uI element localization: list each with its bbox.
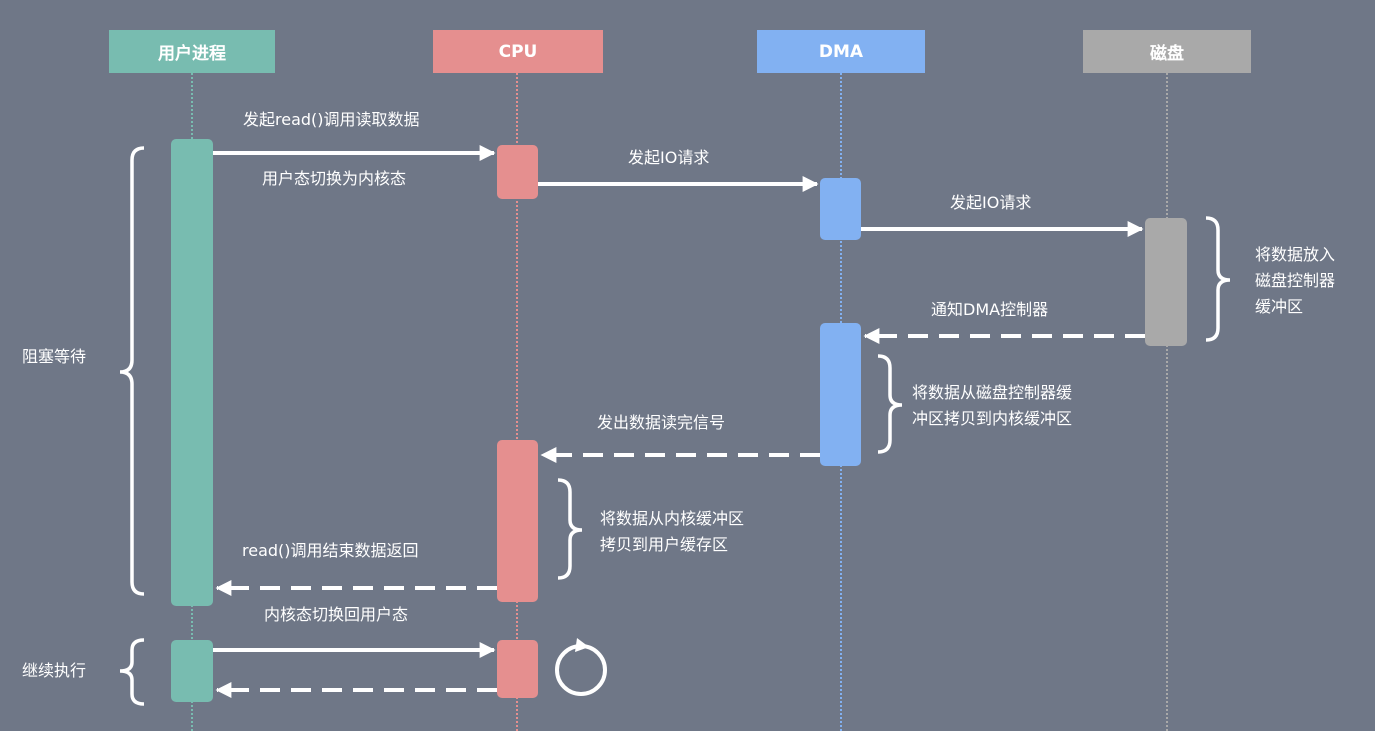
note-disk-buffer-line-2: 磁盘控制器 (1255, 271, 1336, 290)
note-cpu-copy: 将数据从内核缓冲区 拷贝到用户缓存区 (600, 506, 744, 558)
loop-icon-arrowhead (575, 638, 589, 652)
note-blocking: 阻塞等待 (22, 347, 87, 366)
brace-blocking (119, 146, 145, 596)
brace-dma (877, 354, 903, 454)
user-activation-continue (171, 640, 213, 702)
msg-io-request-cpu: 发起IO请求 (628, 148, 710, 167)
note-disk-buffer: 将数据放入 磁盘控制器 缓冲区 (1255, 242, 1335, 320)
msg-read-return: read()调用结束数据返回 (242, 541, 419, 560)
cpu-activation-1 (497, 145, 538, 199)
actor-disk: 磁盘 (1083, 30, 1251, 73)
actor-cpu: CPU (433, 30, 603, 73)
disk-lifeline (1166, 73, 1168, 731)
note-dma-copy-line-1: 将数据从磁盘控制器缓 (912, 383, 1073, 402)
note-cpu-copy-line-2: 拷贝到用户缓存区 (600, 535, 729, 554)
note-dma-copy-line-2: 冲区拷贝到内核缓冲区 (912, 409, 1073, 428)
msg-read-call: 发起read()调用读取数据 (243, 110, 420, 129)
loop-icon (555, 644, 607, 696)
note-disk-buffer-line-3: 缓冲区 (1255, 297, 1304, 316)
dma-activation-2 (820, 323, 861, 466)
note-disk-buffer-line-1: 将数据放入 (1255, 245, 1336, 264)
brace-continue (119, 638, 145, 706)
msg-read-done: 发出数据读完信号 (597, 413, 726, 432)
brace-disk (1205, 216, 1231, 342)
msg-io-request-dma: 发起IO请求 (950, 193, 1032, 212)
msg-notify-dma: 通知DMA控制器 (931, 300, 1049, 319)
cpu-activation-2 (497, 440, 538, 602)
note-cpu-copy-line-1: 将数据从内核缓冲区 (600, 509, 745, 528)
msg-user-to-kernel: 用户态切换为内核态 (262, 169, 407, 188)
actor-user-process: 用户进程 (109, 30, 275, 73)
dma-activation-1 (820, 178, 861, 240)
msg-kernel-to-user: 内核态切换回用户态 (264, 605, 409, 624)
user-activation-blocking (171, 139, 213, 606)
cpu-lifeline (516, 73, 518, 731)
disk-activation (1145, 218, 1187, 346)
note-dma-copy: 将数据从磁盘控制器缓 冲区拷贝到内核缓冲区 (912, 380, 1072, 432)
actor-dma: DMA (757, 30, 925, 73)
brace-cpu (557, 478, 583, 580)
note-continue: 继续执行 (22, 661, 87, 680)
cpu-activation-3 (497, 640, 538, 698)
